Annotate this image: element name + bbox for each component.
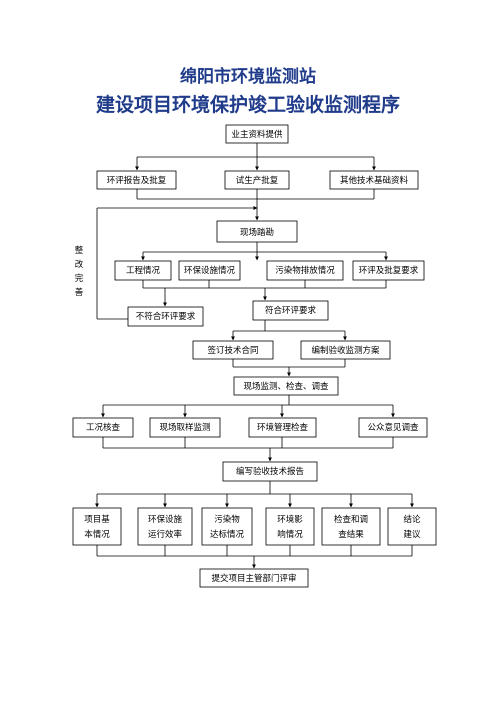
node-label: 查结果 [338, 529, 364, 540]
node-report-impact: 环境影 响情况 [265, 507, 315, 546]
node-label: 不符合环评要求 [136, 311, 196, 322]
node-label: 公众意见调查 [367, 422, 419, 433]
node-report-pollutant: 污染物 达标情况 [201, 507, 253, 546]
node-label: 环保设施 [148, 514, 183, 525]
node-label: 运行效率 [148, 529, 183, 540]
side-label-char: 善 [75, 287, 84, 298]
node-site-monitoring: 现场监测、检查、调查 [233, 376, 339, 396]
node-site-survey: 现场踏勘 [216, 220, 298, 243]
node-trial-production: 试生产批复 [224, 170, 290, 190]
node-label: 响情况 [277, 529, 303, 540]
node-prepare-plan: 编制验收监测方案 [300, 340, 391, 360]
node-label: 工况核查 [86, 422, 121, 433]
title-line-1: 绵阳市环境监测站 [180, 67, 316, 87]
node-pollutant-discharge: 污染物排放情况 [266, 260, 344, 281]
node-label: 现场取样监测 [159, 422, 210, 433]
node-label: 业主资料提供 [231, 129, 283, 140]
node-label: 达标情况 [210, 529, 245, 540]
connectors [95, 143, 414, 569]
node-eia-requirements: 环评及批复要求 [352, 260, 425, 281]
node-other-docs: 其他技术基础资料 [329, 170, 419, 190]
node-label: 编写验收技术报告 [236, 466, 304, 477]
node-label: 项目基 [84, 514, 110, 525]
side-label-rectify: 整 改 完 善 [75, 245, 84, 298]
side-label-char: 整 [75, 245, 84, 256]
node-label: 检查和调 [334, 514, 368, 525]
node-compliant: 符合环评要求 [252, 300, 329, 321]
node-label: 现场踏勘 [240, 227, 274, 238]
node-label: 符合环评要求 [265, 305, 317, 316]
side-label-char: 改 [75, 259, 84, 270]
node-label: 环评报告及批复 [107, 175, 167, 186]
node-sign-contract: 签订技术合同 [192, 340, 274, 360]
node-submit: 提交项目主管部门评审 [199, 568, 309, 588]
node-label: 环评及批复要求 [359, 265, 419, 276]
node-label: 其他技术基础资料 [340, 175, 409, 186]
node-report-facility: 环保设施 运行效率 [137, 507, 193, 546]
title-line-2: 建设项目环境保护竣工验收监测程序 [95, 94, 400, 116]
node-env-facilities: 环保设施情况 [178, 260, 241, 281]
node-provide: 业主资料提供 [225, 124, 289, 144]
node-label: 污染物排放情况 [275, 265, 335, 276]
node-project-status: 工程情况 [114, 260, 172, 281]
node-label: 结论 [403, 514, 421, 525]
node-env-management-check: 环境管理检查 [248, 417, 317, 438]
node-report-basic: 项目基 本情况 [72, 507, 122, 546]
node-label: 污染物 [214, 514, 240, 525]
node-label: 环保设施情况 [184, 265, 236, 276]
node-not-compliant: 不符合环评要求 [127, 306, 204, 327]
node-label: 试生产批复 [236, 175, 279, 186]
node-label: 工程情况 [126, 265, 161, 276]
side-label-char: 完 [75, 273, 84, 284]
node-label: 编制验收监测方案 [311, 345, 380, 356]
node-label: 环境管理检查 [257, 422, 309, 433]
node-label: 提交项目主管部门评审 [211, 573, 296, 584]
node-write-report: 编写验收技术报告 [222, 461, 318, 482]
node-sampling-monitoring: 现场取样监测 [149, 417, 221, 438]
node-report-conclusion: 结论 建议 [387, 507, 437, 546]
node-label: 现场监测、检查、调查 [243, 381, 329, 392]
node-label: 本情况 [84, 529, 110, 540]
node-report-results: 检查和调 查结果 [321, 507, 381, 546]
node-label: 签订技术合同 [207, 345, 258, 356]
node-public-opinion: 公众意见调查 [358, 417, 428, 438]
node-label: 环境影 [277, 514, 303, 525]
node-working-check: 工况核查 [72, 417, 134, 438]
node-label: 建议 [403, 529, 421, 540]
node-eia-report: 环评报告及批复 [96, 170, 177, 190]
